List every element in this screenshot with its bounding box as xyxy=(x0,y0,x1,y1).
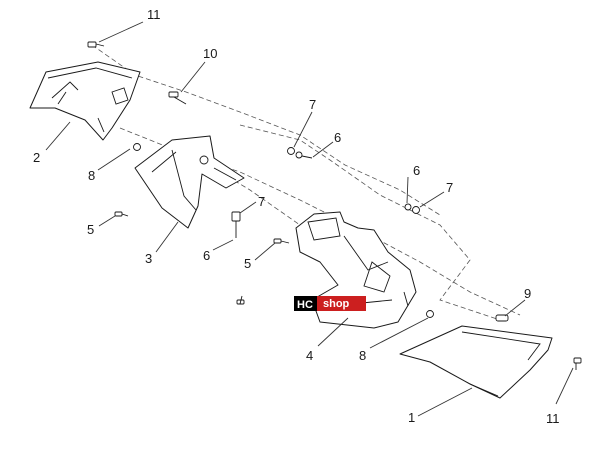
callout-6-upper: 6 xyxy=(334,130,341,145)
callout-8-lower: 8 xyxy=(359,348,366,363)
callout-5-mid: 5 xyxy=(244,256,251,271)
callout-2: 2 xyxy=(33,150,40,165)
callout-3: 3 xyxy=(145,251,152,266)
logo-part1: HC xyxy=(297,299,313,311)
leader-lines xyxy=(45,21,574,417)
part-3-left-panel xyxy=(134,135,245,229)
callout-10: 10 xyxy=(203,46,217,61)
callout-6-right: 6 xyxy=(413,163,420,178)
callout-9: 9 xyxy=(524,286,531,301)
callout-1: 1 xyxy=(408,410,415,425)
hc-shop-watermark-logo: HC shop xyxy=(294,296,366,311)
callout-7-mid: 7 xyxy=(258,194,265,209)
part-1-side-panel xyxy=(399,325,553,399)
callout-5-left: 5 xyxy=(87,222,94,237)
callout-8-upper: 8 xyxy=(88,168,95,183)
callout-7-upper: 7 xyxy=(309,97,316,112)
callout-11-top: 11 xyxy=(147,7,161,22)
part-2-upper-cover xyxy=(29,61,141,141)
callout-6-mid: 6 xyxy=(203,248,210,263)
hardware-items xyxy=(87,41,582,370)
callout-7-right: 7 xyxy=(446,180,453,195)
logo-part2: shop xyxy=(323,298,350,310)
callout-labels: 11 10 7 6 2 8 6 7 5 7 3 6 5 9 4 8 1 11 xyxy=(33,7,560,426)
callout-4: 4 xyxy=(306,348,313,363)
callout-11-bottom: 11 xyxy=(546,411,560,426)
